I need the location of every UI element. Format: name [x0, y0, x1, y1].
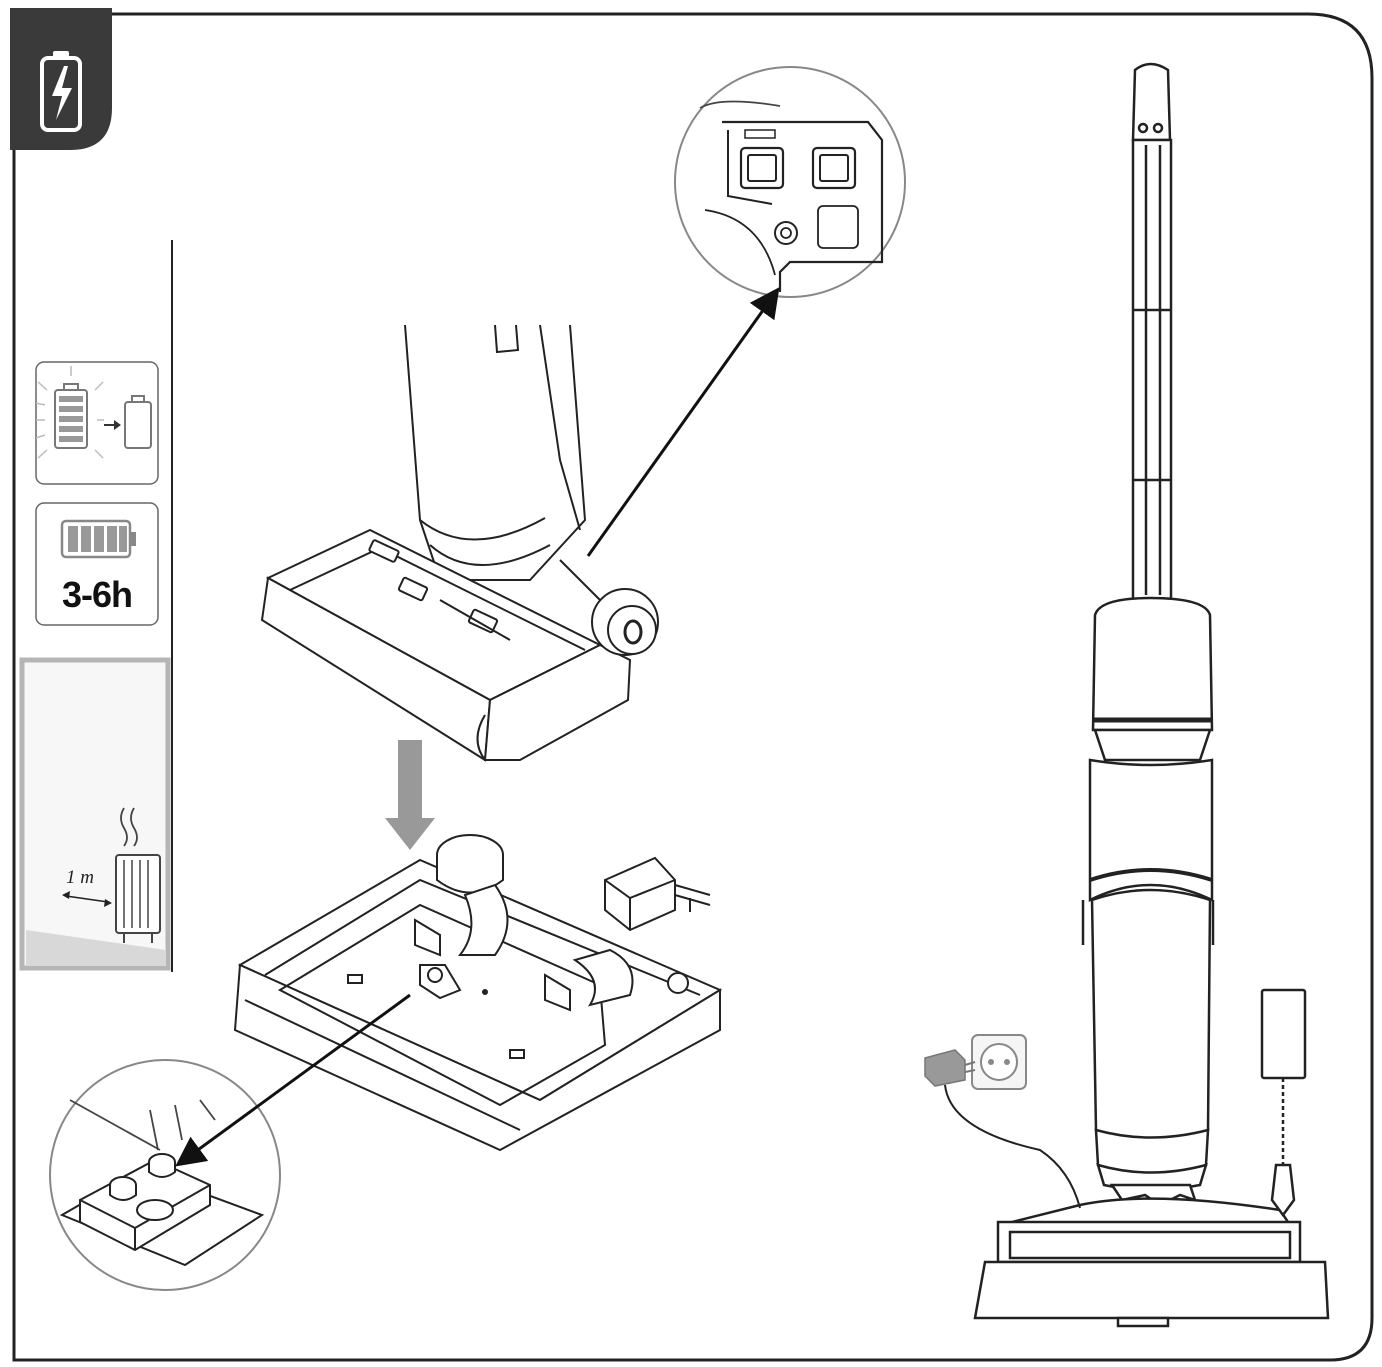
dock-pins-detail-icon — [49, 1059, 281, 1291]
charging-contacts-detail-icon — [674, 66, 906, 298]
pointer-arrow-contacts — [586, 287, 780, 557]
vacuum-on-dock — [973, 62, 1330, 1328]
empty-battery-icon — [124, 395, 152, 449]
charge-time-label: 3-6h — [61, 574, 133, 615]
mop-head-underside — [260, 324, 659, 762]
pointer-arrow-pins — [175, 993, 411, 1167]
section-badge — [10, 8, 112, 150]
power-adapter-icon — [604, 856, 711, 932]
full-battery-icon — [60, 519, 136, 559]
battery-charging-icon — [40, 51, 82, 132]
blinking-battery-icon — [35, 366, 104, 459]
charge-time-panel — [35, 502, 159, 626]
battery-indicator-panel — [35, 361, 159, 485]
wall-socket-icon — [924, 1034, 1081, 1209]
distance-arrow — [62, 891, 112, 907]
outer-frame — [12, 12, 1374, 1362]
placement-panel — [19, 657, 171, 971]
down-arrow-icon — [385, 740, 435, 850]
distance-label: 1 m — [66, 867, 94, 888]
heat-waves-icon — [120, 807, 138, 847]
charging-dock — [233, 834, 723, 1152]
radiator-icon — [115, 854, 161, 943]
arrow-right-icon — [104, 420, 121, 430]
